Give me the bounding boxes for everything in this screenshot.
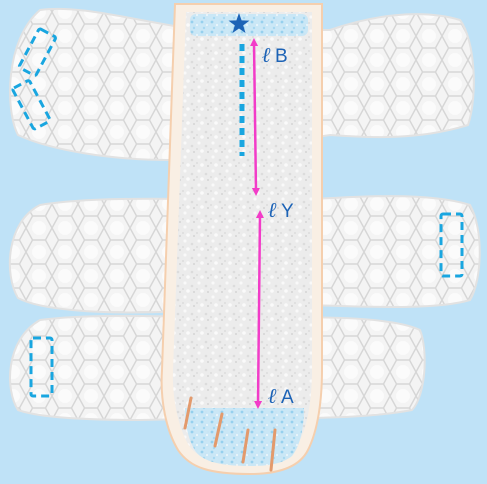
heel-blue-area	[190, 14, 308, 36]
